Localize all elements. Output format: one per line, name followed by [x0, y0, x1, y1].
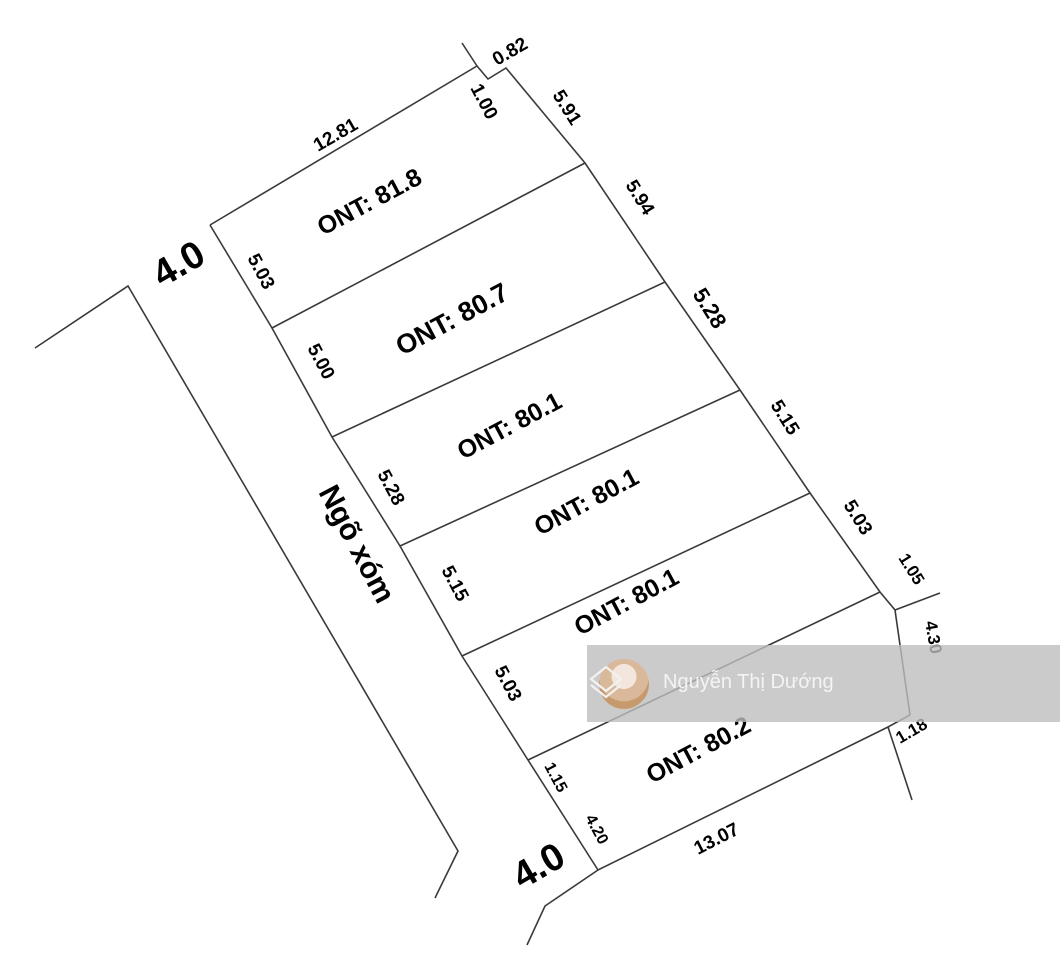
notch-label-a: 1.00 [466, 80, 502, 123]
right-edge-label: 5.03 [839, 497, 876, 539]
plot-area-label: ONT: 80.1 [453, 387, 567, 465]
right-edge-label: 1.05 [895, 550, 929, 588]
left-edge-label: 5.03 [490, 662, 526, 705]
left-edge-label: 5.28 [373, 466, 409, 509]
layered-house-logo-icon [589, 665, 623, 699]
road-edge-line [34, 284, 459, 899]
extension-line [526, 869, 599, 946]
left-edge-label: 5.00 [303, 340, 339, 383]
plot-divider [399, 389, 741, 547]
plot-area-label: ONT: 80.7 [391, 277, 514, 361]
left-edge-label: 5.15 [437, 562, 473, 605]
road-width-top: 4.0 [146, 233, 213, 296]
right-edge-label: 5.15 [766, 397, 804, 440]
plot-divider [271, 162, 586, 329]
bottom-edge-label: 13.07 [691, 819, 743, 859]
watermark-bar: Nguyễn Thị Dướng [587, 645, 1060, 722]
plot-area-label: ONT: 80.1 [570, 563, 684, 641]
plot-area-label: ONT: 80.2 [642, 711, 756, 789]
road-width-bottom: 4.0 [506, 835, 573, 898]
plot-boundary [209, 64, 911, 872]
extension-line [461, 42, 478, 67]
plot-area-label: ONT: 81.8 [313, 163, 427, 241]
extension-line [894, 592, 941, 611]
right-edge-label: 5.91 [548, 87, 586, 130]
right-edge-label: 5.94 [621, 177, 659, 220]
left-edge-label: 4.20 [581, 812, 611, 848]
plot-area-label: ONT: 80.1 [530, 463, 644, 541]
notch-label-b: 0.82 [489, 34, 532, 71]
plot-divider [461, 492, 811, 657]
extension-line [887, 726, 913, 801]
watermark-name: Nguyễn Thị Dướng [663, 671, 834, 693]
plot-divider [331, 281, 666, 438]
left-edge-label: 1.15 [540, 760, 570, 796]
